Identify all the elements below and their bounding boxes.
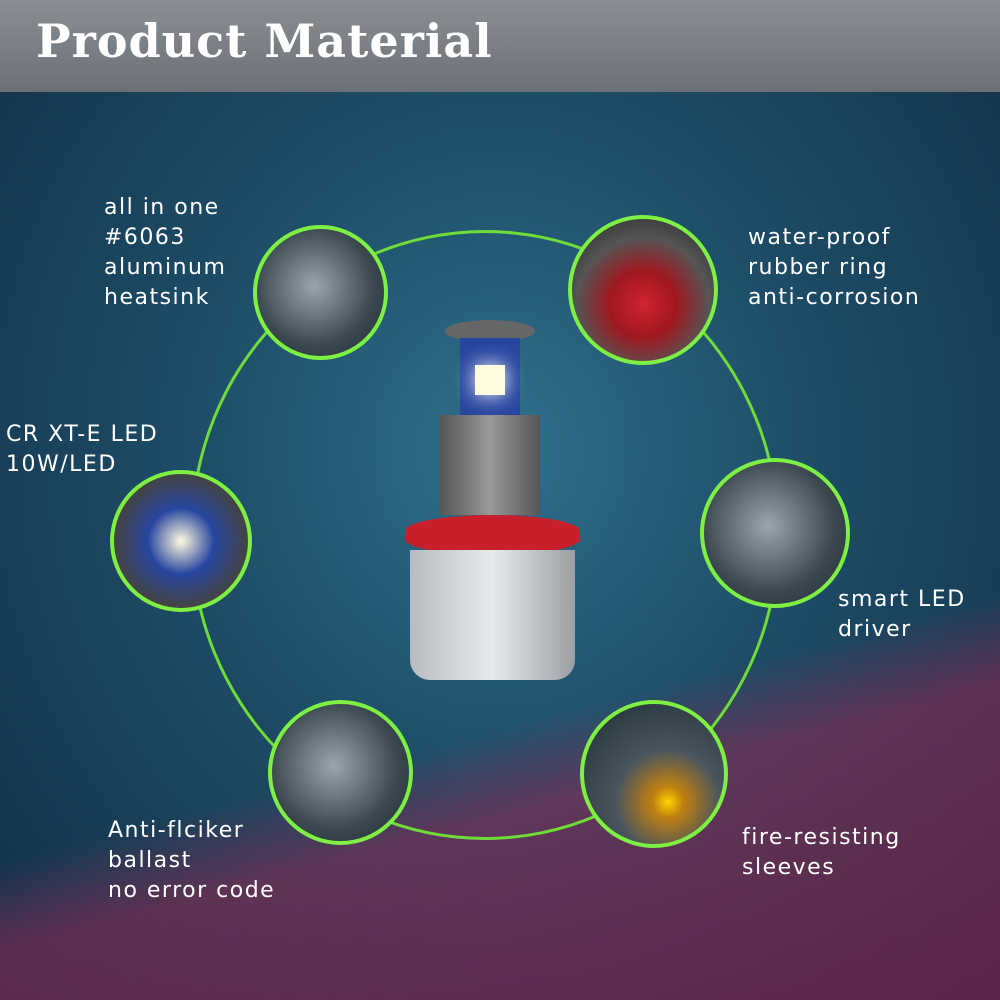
led-chip-detail-image [110,470,252,612]
rubber-ring-detail-image [568,215,718,365]
product-image-led-bulb [400,320,585,690]
heatsink-detail-image [253,225,388,360]
page-title: Product Material [36,14,493,68]
header-band: Product Material [0,0,1000,92]
led-driver-detail-image [700,458,850,608]
ballast-detail-image [268,700,413,845]
sleeve-detail-image [580,700,728,848]
